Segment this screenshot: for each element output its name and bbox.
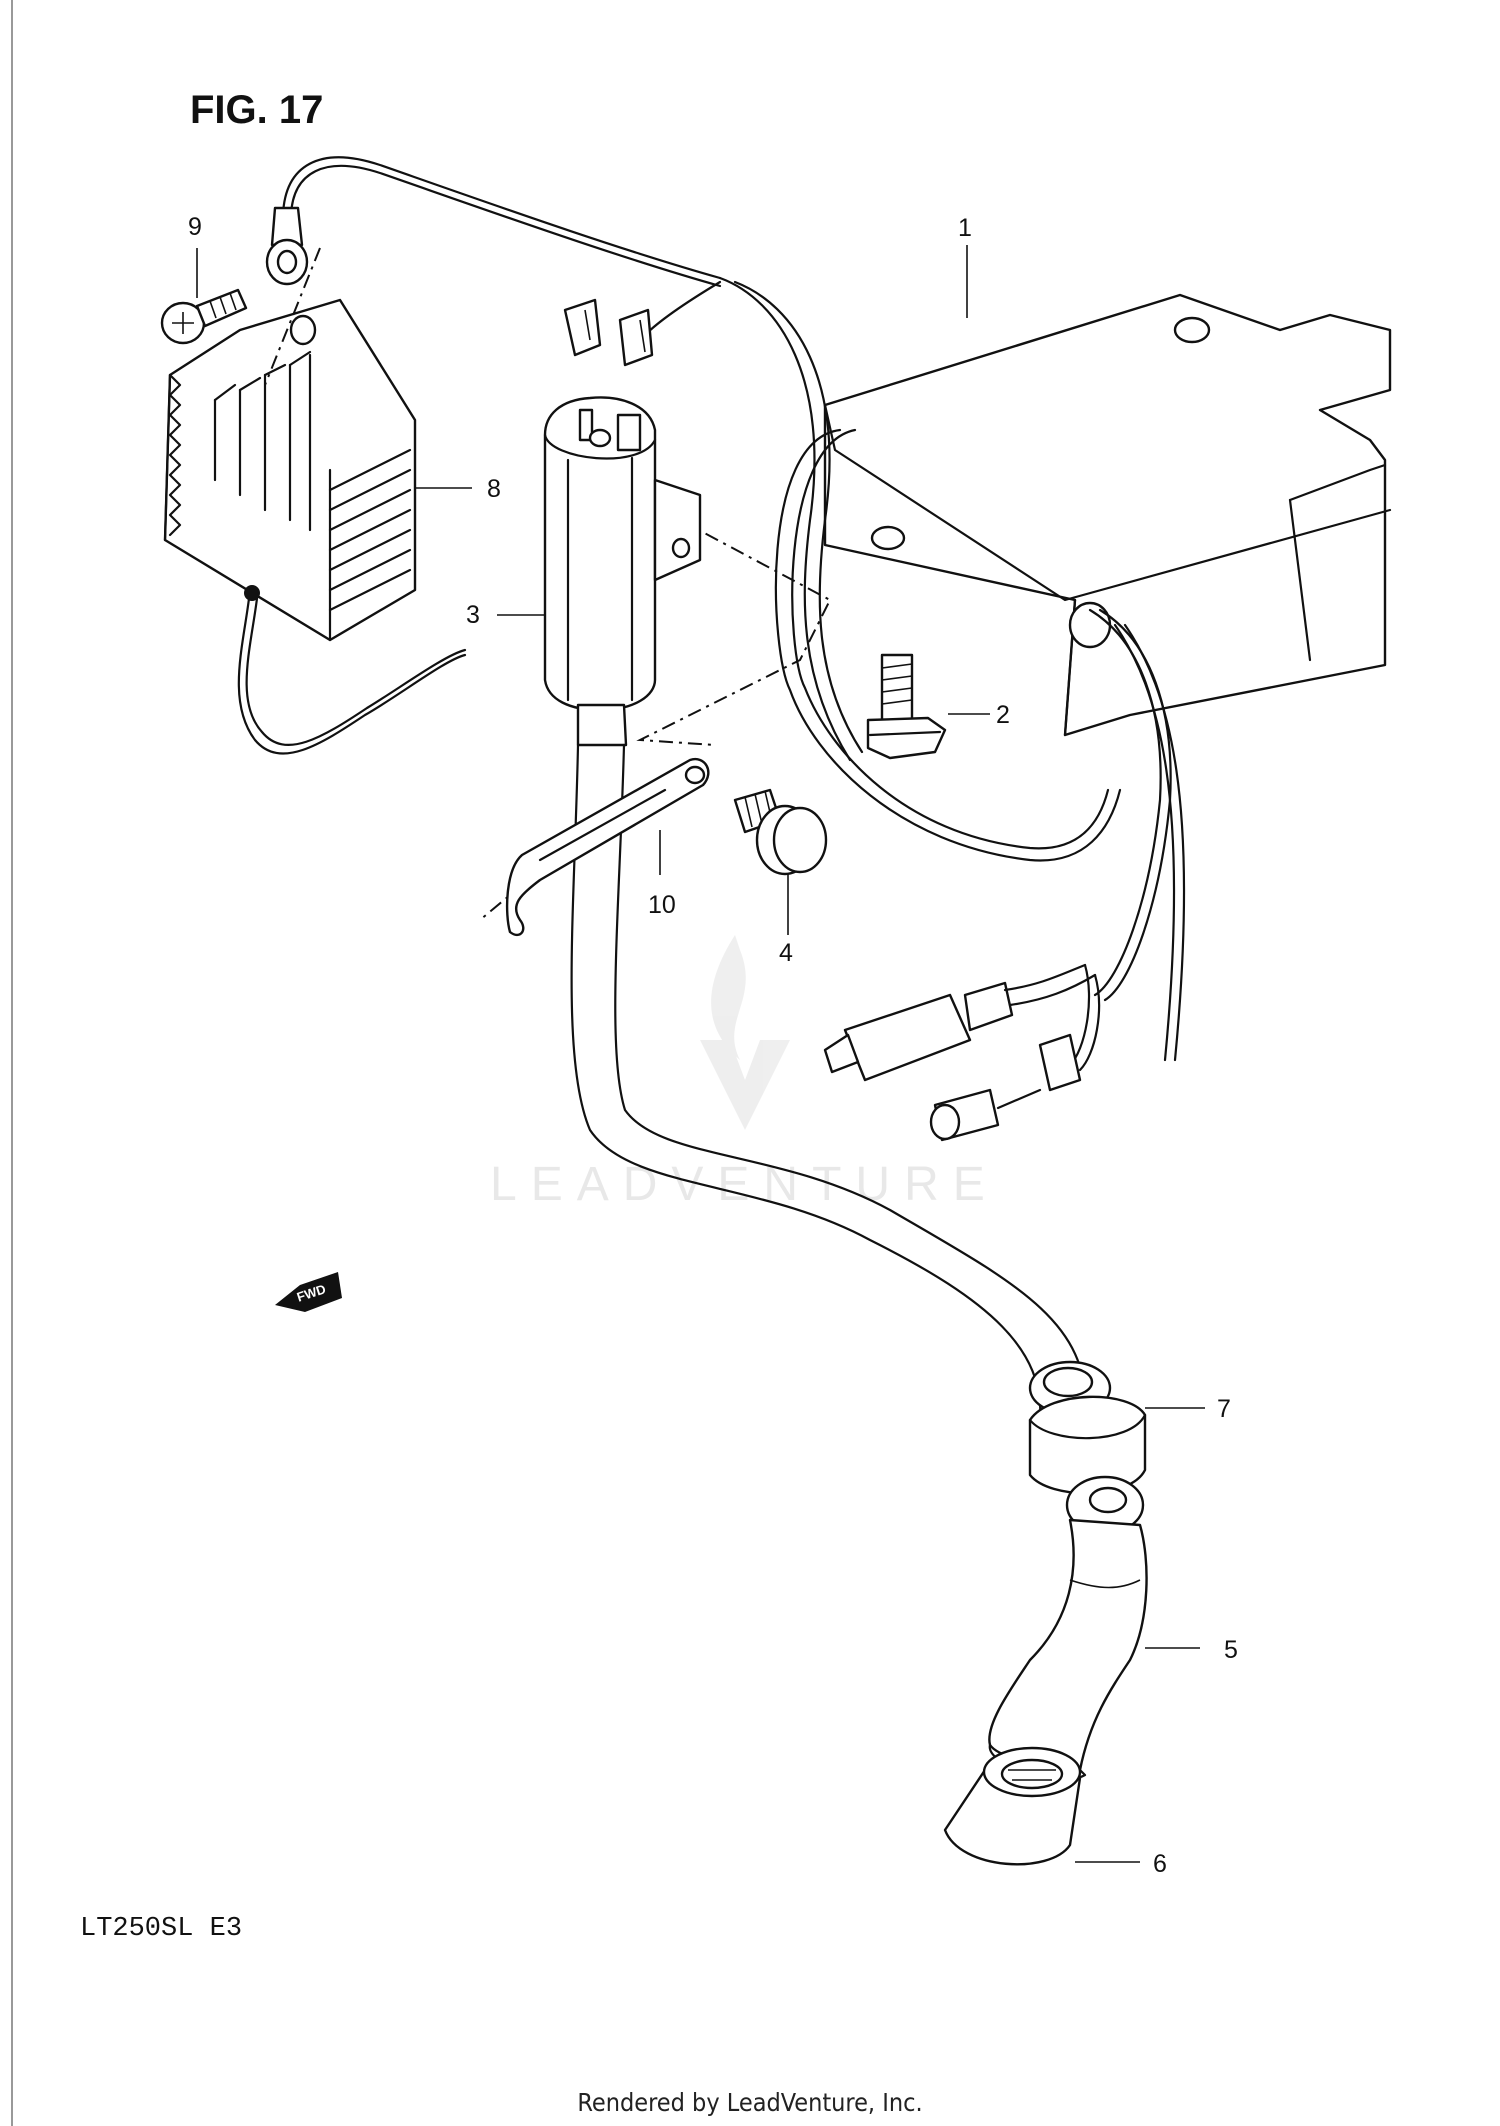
callouts: 1 2 3 4 5 6 7 8 9 10 — [188, 213, 1238, 1878]
watermark: LEADVENTURE — [490, 935, 999, 1211]
part-6-seal[interactable] — [943, 1746, 1082, 1866]
figure-title: FIG. 17 — [190, 88, 323, 132]
callout-9: 9 — [188, 213, 202, 241]
part-4-bolt[interactable] — [733, 788, 828, 876]
callout-10: 10 — [648, 891, 676, 919]
part-9-screw[interactable] — [160, 288, 248, 345]
watermark-text: LEADVENTURE — [490, 1158, 999, 1211]
callout-7: 7 — [1217, 1395, 1231, 1423]
ground-wire — [265, 156, 722, 288]
part-1-cdi-unit[interactable] — [774, 293, 1392, 1062]
callout-4: 4 — [779, 939, 793, 967]
footer-credit: Rendered by LeadVenture, Inc. — [577, 2088, 923, 2117]
connector-harness[interactable] — [823, 963, 1101, 1142]
fwd-arrow-icon: FWD — [275, 1272, 342, 1312]
callout-6: 6 — [1153, 1850, 1167, 1878]
part-10-bracket[interactable] — [505, 757, 710, 937]
part-3-ignition-coil[interactable] — [543, 396, 1088, 1434]
part-8-regulator[interactable] — [163, 298, 467, 755]
guide-line-9 — [264, 247, 321, 386]
callout-5: 5 — [1224, 1636, 1238, 1664]
callout-2: 2 — [996, 701, 1010, 729]
part-2-bolt[interactable] — [866, 653, 947, 760]
harness-wire — [563, 276, 864, 762]
callout-1: 1 — [958, 214, 972, 242]
callout-8: 8 — [487, 475, 501, 503]
part-7-grommet[interactable] — [1028, 1360, 1147, 1495]
callout-3: 3 — [466, 601, 480, 629]
model-code: LT250SL E3 — [80, 1914, 242, 1944]
part-5-plug-cap[interactable] — [988, 1475, 1148, 1781]
